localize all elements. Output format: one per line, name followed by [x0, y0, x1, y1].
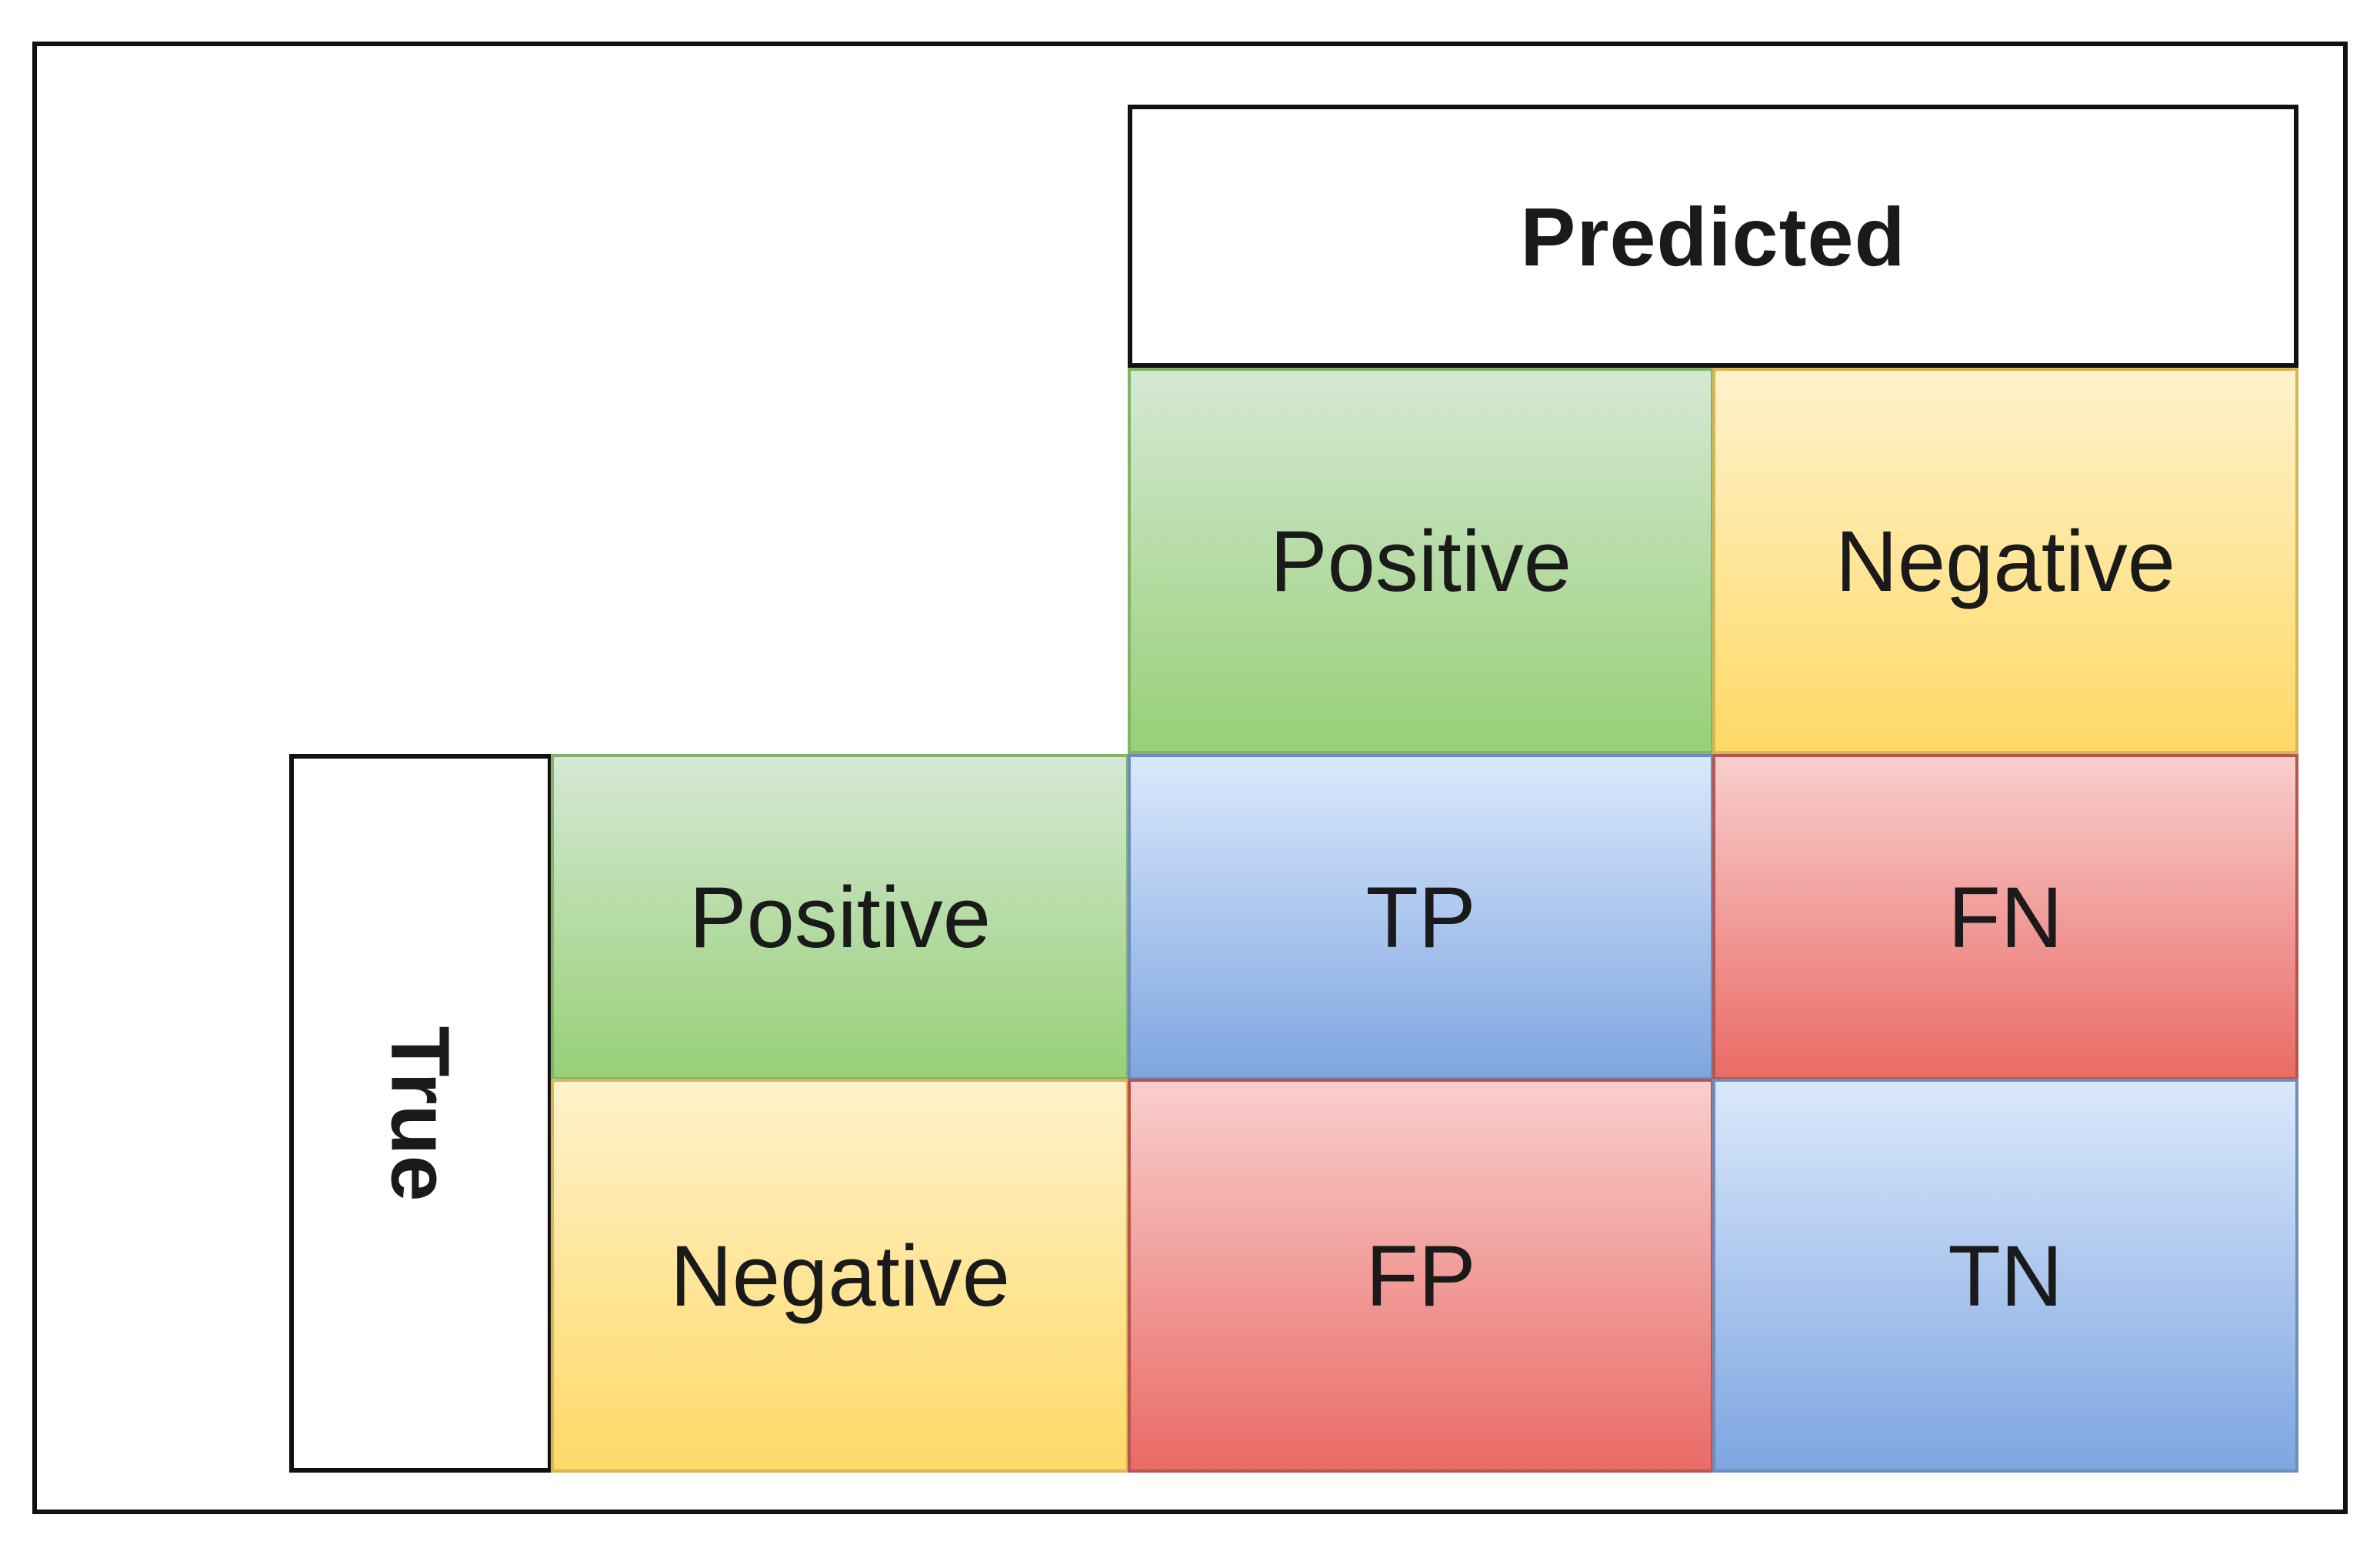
fp-cell: FP [1128, 1079, 1714, 1473]
predicted-negative-cell: Negative [1712, 368, 2298, 754]
predicted-header: Predicted [1128, 105, 2298, 368]
true-positive-class-label: Positive [688, 869, 992, 966]
predicted-positive-cell: Positive [1128, 368, 1714, 754]
true-header-label: True [374, 1025, 468, 1202]
predicted-negative-label: Negative [1835, 512, 2176, 609]
true-negative-class-cell: Negative [551, 1079, 1129, 1473]
predicted-positive-label: Positive [1269, 512, 1572, 609]
true-positive-class-cell: Positive [551, 754, 1129, 1080]
tp-label: TP [1365, 869, 1476, 966]
fp-label: FP [1365, 1227, 1476, 1324]
fn-label: FN [1948, 869, 2063, 966]
fn-cell: FN [1712, 754, 2298, 1080]
tn-label: TN [1948, 1227, 2063, 1324]
tn-cell: TN [1712, 1079, 2298, 1473]
predicted-header-label: Predicted [1520, 189, 1906, 283]
tp-cell: TP [1128, 754, 1714, 1080]
true-negative-class-label: Negative [669, 1227, 1011, 1324]
true-header: True [289, 754, 552, 1473]
